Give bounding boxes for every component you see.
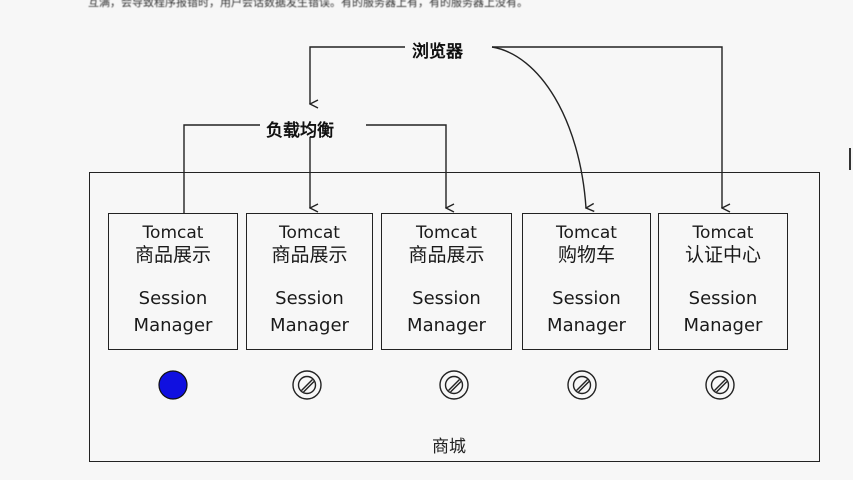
node-session-label: Session: [552, 288, 621, 309]
tomcat-node-product-2: Tomcat 商品展示 Session Manager: [246, 213, 373, 350]
browser-to-auth-line: [492, 46, 722, 208]
node-service-label: 商品展示: [408, 244, 485, 266]
lb-to-node2-line: [366, 124, 446, 208]
node-server-label: Tomcat: [279, 223, 340, 243]
tomcat-node-cart: Tomcat 购物车 Session Manager: [522, 213, 651, 350]
node-service-label: 商品展示: [134, 244, 211, 266]
node-session-label: Session: [412, 288, 481, 309]
lb-to-node0-line: [183, 124, 260, 213]
forbidden-icon: [567, 370, 597, 400]
mall-container: [89, 172, 820, 462]
node-manager-label: Manager: [270, 315, 349, 336]
tomcat-node-product-3: Tomcat 商品展示 Session Manager: [381, 213, 512, 350]
node-manager-label: Manager: [407, 315, 486, 336]
node-server-label: Tomcat: [416, 223, 477, 243]
forbidden-icon: [705, 370, 735, 400]
node-service-label: 认证中心: [684, 244, 761, 266]
node-manager-label: Manager: [683, 315, 763, 336]
edge-mark: [849, 148, 851, 170]
node-service-label: 购物车: [557, 244, 615, 266]
tomcat-node-auth: Tomcat 认证中心 Session Manager: [658, 213, 788, 350]
forbidden-icon: [292, 370, 322, 400]
mall-label: 商城: [432, 437, 466, 457]
browser-to-lb-line: [310, 46, 405, 104]
node-session-label: Session: [275, 288, 344, 309]
tomcat-node-product-1: Tomcat 商品展示 Session Manager: [108, 213, 238, 350]
node-manager-label: Manager: [547, 315, 626, 336]
load-balancer-label: 负载均衡: [266, 121, 334, 141]
node-service-label: 商品展示: [271, 244, 348, 266]
header-partial-text: 互满，会导致程序报错时，用户会话数据发生错误。有的服务器上有，有的服务器上没有。: [88, 0, 528, 9]
node-session-label: Session: [688, 288, 758, 309]
browser-to-cart-line: [491, 46, 586, 208]
forbidden-icon: [439, 370, 469, 400]
browser-label: 浏览器: [412, 42, 463, 62]
node-server-label: Tomcat: [692, 223, 754, 243]
session-active-icon: [158, 370, 188, 400]
node-manager-label: Manager: [133, 315, 213, 336]
node-server-label: Tomcat: [142, 223, 204, 243]
node-session-label: Session: [138, 288, 208, 309]
node-server-label: Tomcat: [556, 223, 617, 243]
